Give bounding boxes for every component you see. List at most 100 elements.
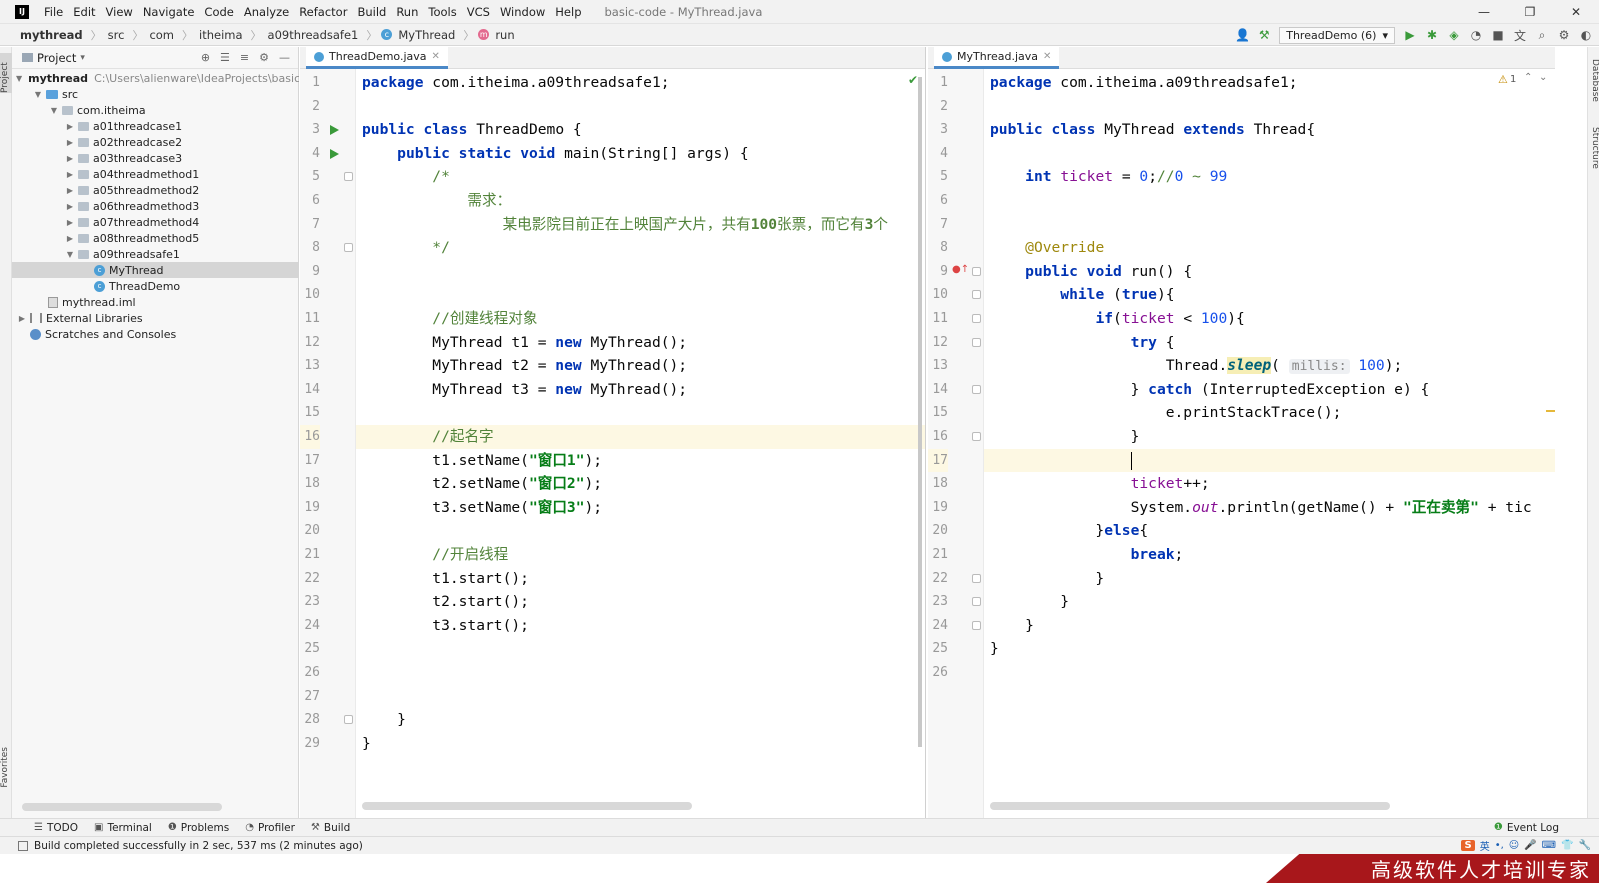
code-line[interactable]: System.out.println(getName() + "正在卖第" + … [990, 498, 1532, 516]
minimize-icon[interactable]: — [1478, 5, 1490, 19]
debug-icon[interactable]: ✱ [1426, 28, 1438, 42]
tree-item-package[interactable]: ▶a05threadmethod2 [12, 182, 299, 198]
fold-icon[interactable] [972, 573, 981, 583]
code-line[interactable]: t1.setName("窗口1"); [362, 451, 603, 469]
emoji-icon[interactable]: ☺ [1508, 840, 1520, 851]
run-icon[interactable]: ▶ [1405, 28, 1415, 42]
build-tool-button[interactable]: ⚒Build [311, 822, 350, 834]
fold-icon[interactable] [344, 715, 353, 725]
breadcrumb-itheima[interactable]: itheima [199, 27, 243, 42]
tree-item-package[interactable]: ▶a06threadmethod3 [12, 198, 299, 214]
code-line[interactable] [984, 213, 1555, 237]
collapse-all-icon[interactable]: ≡ [239, 51, 250, 64]
fold-icon[interactable] [972, 432, 981, 441]
chevron-down-icon[interactable]: ▾ [80, 52, 85, 63]
menu-vcs[interactable]: VCS [466, 4, 490, 19]
restore-icon[interactable]: ❐ [1524, 5, 1536, 19]
fold-icon[interactable] [972, 290, 981, 300]
translate-icon[interactable]: 文 [1513, 28, 1526, 43]
code-line[interactable]: /* [362, 168, 450, 186]
code-line[interactable] [356, 260, 925, 284]
breadcrumb-class[interactable]: MyThread [398, 27, 456, 42]
tree-item-package[interactable]: ▶a04threadmethod1 [12, 166, 299, 182]
chevron-down-icon[interactable]: ⌄ [1539, 72, 1548, 83]
fold-icon[interactable] [972, 620, 981, 630]
menu-analyze[interactable]: Analyze [243, 4, 290, 19]
fold-icon[interactable] [344, 243, 353, 253]
search-icon[interactable]: ⌕ [1538, 27, 1546, 42]
code-line[interactable]: } [362, 734, 371, 752]
close-icon[interactable]: ✕ [1570, 5, 1582, 19]
fold-icon[interactable] [972, 314, 981, 323]
code-line[interactable]: package com.itheima.a09threadsafe1; [362, 74, 670, 91]
code-line[interactable] [984, 189, 1555, 213]
run-configuration-select[interactable]: ThreadDemo (6) ▾ [1279, 26, 1395, 44]
code-line[interactable]: MyThread t2 = new MyThread(); [362, 357, 688, 375]
menu-window[interactable]: Window [499, 4, 546, 19]
warning-icon[interactable]: ⚠ [1498, 73, 1508, 86]
code-line[interactable]: break; [1130, 546, 1184, 563]
code-line[interactable] [356, 95, 925, 119]
code-line[interactable] [356, 283, 925, 307]
tree-item-package[interactable]: ▶a02threadcase2 [12, 134, 299, 150]
close-tab-icon[interactable]: ✕ [431, 51, 440, 62]
horizontal-scrollbar[interactable] [362, 802, 692, 810]
terminal-tool-button[interactable]: ▣Terminal [94, 822, 152, 834]
code-line[interactable]: t2.setName("窗口2"); [362, 475, 603, 493]
code-line[interactable]: } [362, 711, 406, 729]
code-line[interactable]: @Override [1025, 239, 1105, 257]
code-line[interactable]: Thread.sleep( millis: 100); [990, 357, 1403, 375]
coverage-icon[interactable]: ◈ [1449, 28, 1459, 42]
code-line[interactable]: //开启线程 [432, 546, 509, 563]
profile-icon[interactable]: ◔ [1470, 28, 1482, 42]
tab-mythread-java[interactable]: MyThread.java ✕ [934, 47, 1060, 69]
fold-icon[interactable] [972, 384, 981, 394]
settings-gear-icon[interactable]: ⚙ [1558, 28, 1570, 42]
tree-item-external-libraries[interactable]: ▶External Libraries [12, 310, 299, 326]
code-line[interactable] [984, 448, 1555, 473]
menu-help[interactable]: Help [555, 4, 582, 19]
breadcrumb-src[interactable]: src [107, 27, 125, 42]
tree-item-package[interactable]: ▶a07threadmethod4 [12, 214, 299, 230]
menu-navigate[interactable]: Navigate [142, 4, 195, 19]
fold-icon[interactable] [972, 337, 981, 347]
menu-run[interactable]: Run [396, 4, 419, 19]
code-area[interactable]: package com.itheima.a09threadsafe1;publi… [984, 69, 1555, 818]
tree-item-package[interactable]: ▼a09threadsafe1 [12, 246, 299, 262]
code-line[interactable]: t3.start(); [362, 616, 529, 634]
chevron-up-icon[interactable]: ⌃ [1524, 72, 1533, 83]
code-line[interactable]: } [990, 593, 1070, 611]
warning-stripe-marker[interactable] [1546, 410, 1555, 412]
code-line[interactable] [356, 401, 925, 425]
fold-icon[interactable] [344, 172, 353, 182]
expand-all-icon[interactable]: ☰ [220, 51, 230, 64]
code-line[interactable]: } [990, 428, 1140, 445]
tree-item-package[interactable]: ▶a08threadmethod5 [12, 230, 299, 246]
no-problems-check-icon[interactable]: ✔ [908, 73, 919, 87]
tree-item-scratches[interactable]: Scratches and Consoles [12, 326, 299, 342]
code-line[interactable]: //起名字 [356, 425, 925, 449]
code-line[interactable]: MyThread t3 = new MyThread(); [362, 380, 688, 398]
code-line[interactable]: t2.start(); [362, 593, 529, 611]
code-line[interactable]: } [990, 616, 1034, 634]
menu-view[interactable]: View [105, 4, 133, 19]
code-line[interactable]: } catch (InterruptedException e) { [990, 380, 1430, 398]
keyboard-icon[interactable]: ⌨ [1541, 840, 1557, 851]
fold-icon[interactable] [972, 266, 981, 276]
build-hammer-icon[interactable]: ⚒ [1258, 28, 1270, 42]
profiler-tool-button[interactable]: ◔Profiler [245, 822, 295, 834]
code-line[interactable]: } [990, 569, 1105, 587]
code-line[interactable]: 需求： [362, 192, 512, 209]
code-line[interactable] [356, 685, 925, 709]
horizontal-scrollbar[interactable] [990, 802, 1390, 810]
run-gutter-icon[interactable] [330, 125, 339, 136]
tree-item-iml[interactable]: mythread.iml [12, 294, 299, 310]
ime-language[interactable]: 英 [1479, 842, 1490, 853]
todo-tool-button[interactable]: ☰TODO [34, 822, 78, 834]
breadcrumb-com[interactable]: com [149, 27, 174, 42]
skin-icon[interactable]: 👕 [1561, 840, 1574, 851]
menu-refactor[interactable]: Refactor [299, 4, 348, 19]
tree-item-mythread[interactable]: ▼ mythread C:\Users\alienware\IdeaProjec… [12, 70, 299, 86]
